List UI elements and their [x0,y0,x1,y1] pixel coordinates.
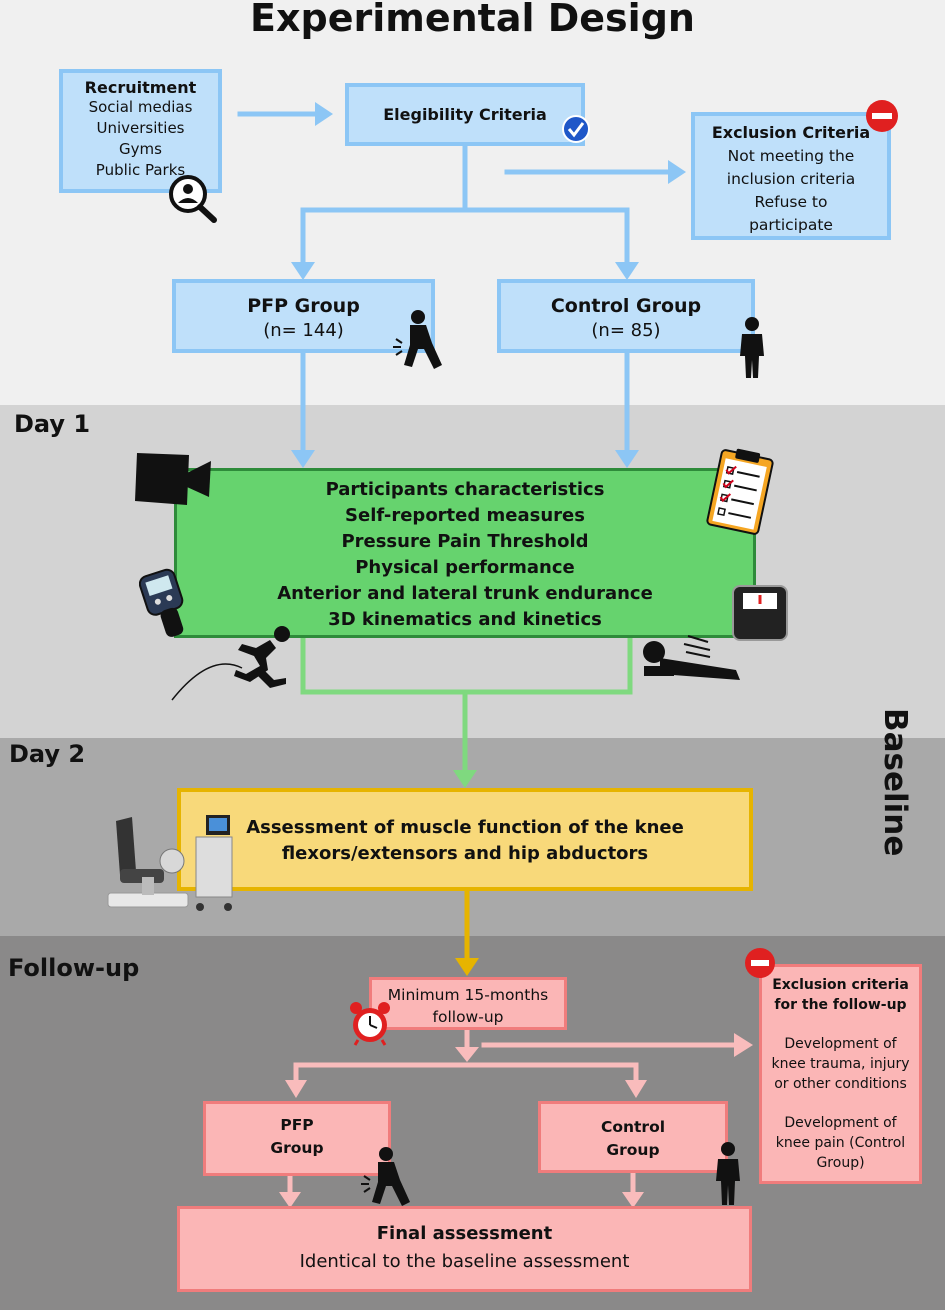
green-connectors [300,633,633,775]
day2-label: Day 2 [9,740,86,768]
day1-item: Physical performance [355,557,575,578]
eligibility-box: Elegibility Criteria [345,83,585,146]
followup-control-group-box: Control Group [538,1101,728,1173]
exclusion-line: Not meeting the [727,147,855,165]
algometer-icon [139,568,184,637]
followup-exclusion-heading: for the follow-up [774,997,907,1013]
followup-exclusion-line: Development of [784,1115,897,1131]
day1-item: Self-reported measures [345,505,585,526]
recruitment-item: Social medias [88,98,193,116]
followup-pfp-line: PFP [280,1116,314,1134]
recruitment-heading: Recruitment [84,78,197,97]
video-camera-icon [135,453,211,505]
followup-exclusion-line: Development of [784,1036,897,1052]
dynamometer-chair-icon [107,815,233,911]
checkmark-icon [562,115,590,143]
day1-item: Anterior and lateral trunk endurance [277,583,653,604]
recruitment-item: Universities [96,119,185,137]
clipboard-checklist-icon [706,448,774,535]
final-heading: Final assessment [376,1223,553,1244]
followup-pfp-line: Group [270,1139,324,1157]
green-arrowhead [453,770,477,788]
followup-duration-box: Minimum 15-months follow-up [369,977,567,1030]
followup-exclusion-line: Group) [816,1155,865,1171]
page-title: Experimental Design [250,0,695,40]
standing-person-icon [716,1142,740,1205]
exclusion-line: Refuse to [754,193,828,211]
blue-connectors [237,111,673,458]
followup-line: Minimum 15-months [387,986,549,1004]
pink-arrowheads [279,1033,753,1208]
followup-exclusion-line: knee trauma, injury [771,1056,910,1072]
day1-label: Day 1 [14,410,91,438]
scale-icon [732,585,788,641]
standing-person-icon [740,317,764,378]
no-entry-icon [866,100,898,132]
pfp-group-n: (n= 144) [263,320,344,341]
recruitment-box: Recruitment Social medias Universities G… [59,69,222,193]
blue-arrowheads [291,102,686,468]
exclusion-line: participate [749,216,833,234]
no-entry-icon [745,948,775,978]
search-icon [169,175,217,223]
knee-pain-person-icon [393,310,442,369]
followup-line: follow-up [432,1008,504,1026]
control-group-n: (n= 85) [591,320,661,341]
eligibility-label: Elegibility Criteria [383,105,547,124]
followup-label: Follow-up [8,954,140,982]
day1-item: Pressure Pain Threshold [341,531,589,552]
alarm-clock-icon [350,1002,390,1046]
pfp-group-box: PFP Group (n= 144) [172,279,435,353]
pfp-group-label: PFP Group [247,295,360,317]
control-group-label: Control Group [550,295,702,317]
followup-exclusion-line: or other conditions [774,1076,907,1092]
control-group-box: Control Group (n= 85) [497,279,755,353]
yellow-arrowhead [455,958,479,976]
day1-item: 3D kinematics and kinetics [328,609,602,630]
followup-pfp-group-box: PFP Group [203,1101,391,1176]
exclusion-heading: Exclusion Criteria [711,123,871,142]
day2-line: flexors/extensors and hip abductors [281,843,649,864]
recruitment-item: Public Parks [95,161,186,179]
jumping-person-icon [171,626,290,701]
followup-exclusion-box: Exclusion criteria for the follow-up Dev… [759,964,922,1184]
followup-control-line: Group [606,1141,660,1159]
followup-control-line: Control [600,1118,666,1136]
followup-exclusion-heading: Exclusion criteria [772,977,909,993]
day2-assessment-box: Assessment of muscle function of the kne… [177,788,753,891]
day2-line: Assessment of muscle function of the kne… [246,817,684,838]
recruitment-item: Gyms [119,140,162,158]
exclusion-box: Exclusion Criteria Not meeting the inclu… [691,112,891,240]
final-assessment-box: Final assessment Identical to the baseli… [177,1206,752,1292]
knee-pain-person-icon [361,1147,410,1206]
followup-exclusion-line: knee pain (Control [775,1135,906,1151]
plank-person-icon [643,635,740,680]
day1-assessment-box: Participants characteristics Self-report… [174,468,756,638]
final-subtitle: Identical to the baseline assessment [299,1251,630,1272]
exclusion-line: inclusion criteria [726,170,856,188]
day1-item: Participants characteristics [325,479,605,500]
